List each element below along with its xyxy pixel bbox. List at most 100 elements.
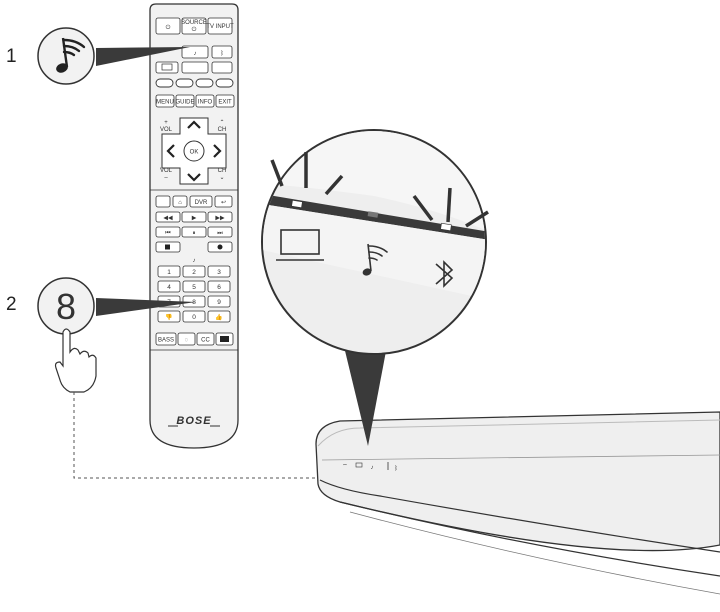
next-button[interactable] bbox=[207, 226, 233, 238]
key-5[interactable] bbox=[182, 280, 206, 293]
dpad-right-icon[interactable] bbox=[213, 144, 222, 158]
svg-text:1: 1 bbox=[167, 269, 171, 276]
soundbar-music-icon: ♪ bbox=[371, 465, 374, 471]
step-2-callout: 2 8 bbox=[6, 277, 196, 393]
dpad-left-icon[interactable] bbox=[166, 144, 175, 158]
svg-text:5: 5 bbox=[192, 284, 196, 291]
svg-text:◌: ◌ bbox=[185, 338, 189, 344]
ch-label-top: CH bbox=[218, 127, 227, 133]
key-3[interactable] bbox=[207, 265, 231, 278]
magnified-music-wifi-icon bbox=[362, 243, 388, 276]
aux-source-button[interactable] bbox=[211, 61, 233, 74]
dpad-down-icon[interactable] bbox=[187, 173, 201, 182]
svg-text:⌄: ⌄ bbox=[219, 175, 224, 181]
bass-button[interactable] bbox=[155, 332, 177, 346]
soundbar: ⌔ ♪ ᛒ bbox=[315, 411, 720, 595]
remote-color-buttons bbox=[155, 78, 234, 88]
color-button-2[interactable] bbox=[175, 78, 194, 88]
vol-label-bottom: VOL bbox=[160, 168, 173, 174]
left-light-rays bbox=[270, 152, 344, 196]
power-button[interactable] bbox=[155, 17, 181, 35]
info-button[interactable] bbox=[195, 94, 215, 108]
remote-brand-logo: BOSE bbox=[176, 415, 211, 427]
svg-text:♪: ♪ bbox=[193, 258, 196, 264]
thumbs-up-button[interactable] bbox=[207, 310, 231, 323]
svg-text:9: 9 bbox=[217, 299, 221, 306]
rewind-button[interactable] bbox=[155, 211, 181, 223]
music-source-button[interactable] bbox=[181, 45, 209, 59]
soundbar-bluetooth-icon: ᛒ bbox=[394, 465, 398, 472]
dvr-button[interactable] bbox=[189, 195, 213, 208]
color-button-3[interactable] bbox=[195, 78, 214, 88]
svg-text:⏸: ⏸ bbox=[192, 231, 195, 237]
magnified-light-bar bbox=[261, 129, 489, 355]
svg-text:0: 0 bbox=[192, 314, 196, 321]
pointing-hand-icon bbox=[54, 328, 97, 393]
svg-text:⌔: ⌔ bbox=[342, 464, 348, 470]
home-button[interactable] bbox=[172, 195, 188, 208]
guide-button[interactable] bbox=[175, 94, 195, 108]
dashed-connector bbox=[73, 392, 348, 479]
soundbar-indicator-row: ⌔ ♪ ᛒ bbox=[342, 462, 398, 472]
thumbs-down-button[interactable] bbox=[157, 310, 181, 323]
remote-control: ⏻ SOURCE ⏻ TV INPUT ♪ ᛒ M bbox=[149, 3, 239, 449]
svg-text:⏻: ⏻ bbox=[192, 26, 197, 33]
play-button[interactable] bbox=[181, 211, 207, 223]
svg-text:2: 2 bbox=[192, 269, 196, 276]
svg-text:BASS: BASS bbox=[158, 338, 174, 344]
light-bar-center-window bbox=[367, 211, 379, 218]
key-2[interactable] bbox=[182, 265, 206, 278]
step-1-callout: 1 bbox=[6, 27, 190, 85]
ok-button[interactable] bbox=[183, 140, 205, 162]
svg-text:GUIDE: GUIDE bbox=[175, 100, 194, 106]
tv-source-button[interactable] bbox=[155, 61, 179, 74]
magnifier-pointer bbox=[340, 330, 390, 446]
svg-text:↩: ↩ bbox=[221, 200, 226, 206]
bluetooth-source-button[interactable] bbox=[211, 45, 233, 59]
svg-text:DVR: DVR bbox=[195, 200, 208, 206]
key-9[interactable] bbox=[207, 295, 231, 308]
right-light-rays bbox=[412, 187, 489, 228]
skip-back-button[interactable] bbox=[155, 195, 171, 208]
remote-transport: ⌂ DVR ↩ ◀◀ ▶ ▶▶ ⏮ ⏸ ⏭ bbox=[155, 195, 233, 253]
ch-label-bottom: CH bbox=[218, 168, 227, 174]
key-4[interactable] bbox=[157, 280, 181, 293]
svg-text:▶: ▶ bbox=[192, 216, 197, 222]
menu-button[interactable] bbox=[155, 94, 175, 108]
magnified-tv-icon bbox=[276, 229, 324, 261]
svg-text:OK: OK bbox=[190, 150, 199, 156]
svg-text:–: – bbox=[164, 175, 168, 181]
exit-button[interactable] bbox=[215, 94, 235, 108]
svg-text:⌃: ⌃ bbox=[219, 119, 224, 126]
svg-text:EXIT: EXIT bbox=[218, 100, 232, 106]
svg-text:👎: 👎 bbox=[165, 313, 172, 321]
previous-button[interactable] bbox=[155, 226, 181, 238]
color-button-1[interactable] bbox=[155, 78, 174, 88]
dialog-button[interactable] bbox=[177, 332, 196, 346]
svg-text:♪: ♪ bbox=[194, 51, 197, 57]
key-1[interactable] bbox=[157, 265, 181, 278]
svg-text:👍: 👍 bbox=[215, 313, 222, 321]
svg-text:3: 3 bbox=[217, 269, 221, 276]
dpad-up-icon[interactable] bbox=[187, 120, 201, 129]
game-source-button[interactable] bbox=[181, 61, 209, 74]
remote-source-row: ♪ ᛒ bbox=[155, 45, 233, 74]
key-0[interactable] bbox=[182, 310, 206, 323]
step-2-number: 2 bbox=[6, 294, 17, 315]
cc-button[interactable] bbox=[196, 332, 215, 346]
step-1-number: 1 bbox=[6, 46, 17, 67]
tv-input-button[interactable] bbox=[207, 17, 233, 35]
fast-forward-button[interactable] bbox=[207, 211, 233, 223]
svg-text:CC: CC bbox=[201, 338, 210, 344]
source-button[interactable] bbox=[181, 17, 207, 35]
music-note-wifi-icon bbox=[56, 37, 86, 73]
remote-menu-row: MENU GUIDE INFO EXIT bbox=[155, 94, 235, 108]
key-6[interactable] bbox=[207, 280, 231, 293]
color-button-4[interactable] bbox=[215, 78, 234, 88]
light-bar-right-light bbox=[440, 222, 452, 232]
vol-label-top: VOL bbox=[160, 127, 173, 133]
svg-text:⏭: ⏭ bbox=[217, 231, 223, 237]
return-button[interactable] bbox=[214, 195, 233, 208]
pause-button[interactable] bbox=[181, 226, 207, 238]
